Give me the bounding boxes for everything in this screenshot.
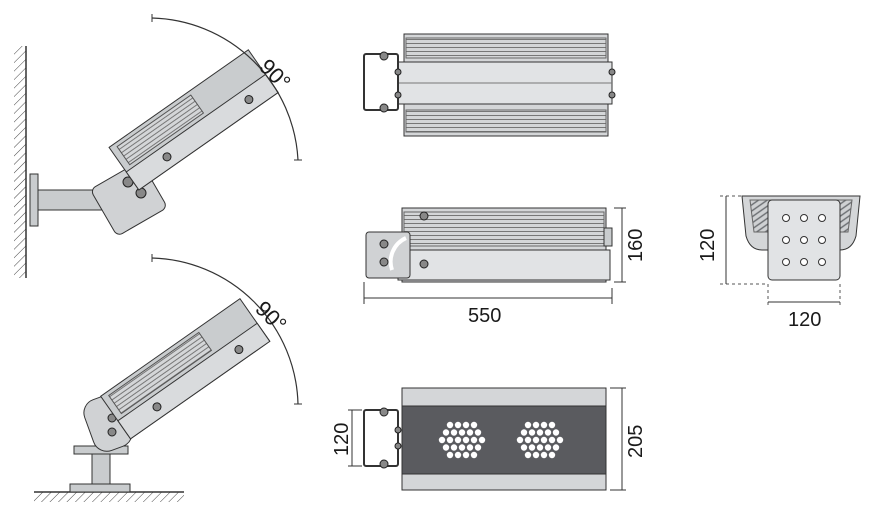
front-face (401, 405, 607, 475)
led (474, 444, 482, 451)
end-view: 120 120 (697, 195, 861, 331)
led (446, 436, 454, 444)
led (540, 421, 548, 429)
led (454, 451, 462, 459)
wall-plate (29, 173, 39, 227)
led (470, 421, 478, 429)
dim-mount-120: 120 (331, 423, 353, 456)
top-bracket (363, 53, 399, 111)
led (458, 444, 466, 451)
led (532, 451, 540, 459)
led (544, 429, 552, 436)
led (536, 444, 544, 451)
led (446, 451, 454, 459)
led (446, 421, 454, 429)
floor-angle-arc (151, 257, 299, 405)
dim-height-160: 160 (625, 229, 647, 262)
led (540, 451, 548, 459)
ground (34, 492, 184, 502)
led (552, 429, 560, 436)
led (552, 444, 560, 451)
wall (14, 46, 26, 278)
led-cluster-right (516, 421, 564, 459)
floor-luminaire (100, 298, 271, 440)
top-view (363, 33, 616, 137)
led (520, 429, 528, 436)
led (524, 421, 532, 429)
led (528, 429, 536, 436)
led (532, 421, 540, 429)
led (454, 436, 462, 444)
led (528, 444, 536, 451)
led (458, 429, 466, 436)
led (548, 451, 556, 459)
side-view: 160 550 (363, 207, 647, 327)
wall-luminaire (108, 49, 279, 191)
led (548, 421, 556, 429)
led (516, 436, 524, 444)
led (442, 429, 450, 436)
dim-length-550: 550 (468, 305, 501, 327)
wall-angle-arc (151, 17, 299, 161)
led (532, 436, 540, 444)
led (450, 444, 458, 451)
led (442, 444, 450, 451)
led (462, 451, 470, 459)
led (556, 436, 564, 444)
led (466, 444, 474, 451)
led (470, 436, 478, 444)
floor-plate (69, 483, 131, 493)
led (466, 429, 474, 436)
led (462, 421, 470, 429)
dim-end-height-120: 120 (697, 229, 719, 262)
front-bracket (363, 409, 399, 467)
dim-end-width-120: 120 (788, 309, 821, 331)
led (544, 444, 552, 451)
dim-depth-205: 205 (625, 425, 647, 458)
led (450, 429, 458, 436)
floor-mount-view: 90° (34, 254, 302, 502)
led (462, 436, 470, 444)
led (478, 436, 486, 444)
led (470, 451, 478, 459)
led (524, 451, 532, 459)
led (520, 444, 528, 451)
led (540, 436, 548, 444)
front-view: 120 205 (331, 387, 647, 491)
led (474, 429, 482, 436)
led (548, 436, 556, 444)
led-cluster-left (438, 421, 486, 459)
wall-mount-view: 90° (14, 14, 302, 278)
led (438, 436, 446, 444)
led (454, 421, 462, 429)
led (524, 436, 532, 444)
led (536, 429, 544, 436)
